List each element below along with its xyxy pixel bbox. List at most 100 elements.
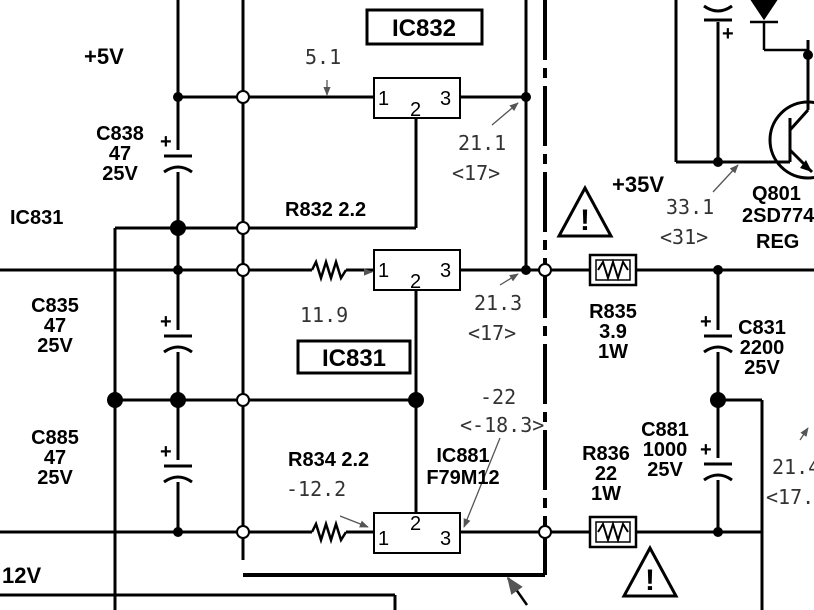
r836-name: R836 bbox=[582, 443, 630, 465]
voltage-neg22: -22 bbox=[480, 385, 516, 409]
pin-number: 1 bbox=[378, 88, 389, 110]
ic831-body bbox=[373, 249, 461, 291]
ic831-label: IC831 bbox=[322, 345, 386, 372]
connection-circle bbox=[538, 263, 552, 277]
c881-name: C881 bbox=[641, 419, 689, 441]
junction-dot bbox=[713, 265, 723, 275]
connection-circle bbox=[236, 263, 250, 277]
voltage-21-3-alt: <17> bbox=[468, 321, 516, 345]
connection-circles bbox=[236, 90, 552, 539]
ic832-label-box bbox=[365, 8, 484, 46]
r836-value: 22 bbox=[595, 463, 617, 485]
junction-dot bbox=[713, 527, 723, 537]
r833-symbol bbox=[310, 257, 348, 283]
pin-number: 3 bbox=[440, 260, 451, 282]
svg-text:!: ! bbox=[645, 564, 655, 597]
resistor-symbols bbox=[310, 257, 348, 545]
zener-diode-icon bbox=[750, 0, 808, 52]
junction-dot bbox=[173, 527, 183, 537]
c838-value: 47 bbox=[109, 143, 131, 165]
c831-value: 2200 bbox=[740, 337, 785, 359]
warning-triangle-icon: ! bbox=[621, 544, 679, 598]
r836-zigzag bbox=[597, 520, 629, 544]
plus-sign-icon: + bbox=[160, 441, 172, 463]
c885-voltage: 25V bbox=[37, 467, 73, 489]
ic881-part: F79M12 bbox=[426, 467, 499, 489]
plus-sign-icon: + bbox=[722, 23, 734, 45]
junction-dot bbox=[408, 392, 424, 408]
connection-circle bbox=[236, 90, 250, 104]
c885-value: 47 bbox=[44, 447, 66, 469]
plus-sign-icon: + bbox=[160, 311, 172, 333]
resistor-labels: R832 2.2 R834 2.2 R835 3.9 1W R836 22 1W bbox=[285, 199, 637, 505]
ic881-name: IC881 bbox=[436, 445, 489, 467]
svg-text:!: ! bbox=[580, 204, 590, 237]
arrow-icon bbox=[491, 102, 519, 126]
pin-number: 2 bbox=[410, 99, 421, 121]
capacitor-labels: C838 47 25V C835 47 25V C885 47 25V C831… bbox=[31, 123, 786, 489]
voltage-11-9: 11.9 bbox=[300, 303, 348, 327]
arrow-icon bbox=[339, 515, 369, 528]
plus-sign-icon: + bbox=[160, 131, 172, 153]
r835-power: 1W bbox=[598, 341, 628, 363]
arrow-icon bbox=[463, 437, 501, 528]
voltage-33-1: 33.1 bbox=[666, 195, 714, 219]
q801-function: REG bbox=[756, 231, 799, 253]
junction-dot bbox=[521, 92, 531, 102]
junction-dot bbox=[107, 392, 123, 408]
voltage-neg12-2: -12.2 bbox=[286, 477, 346, 501]
warning-triangles: ! ! bbox=[556, 184, 679, 598]
c835-symbol bbox=[160, 330, 196, 354]
pin-number: 1 bbox=[378, 260, 389, 282]
c881-value: 1000 bbox=[643, 439, 688, 461]
junction-dot bbox=[710, 392, 726, 408]
connection-circle bbox=[236, 525, 250, 539]
rail-labels: +5V +35V 12V IC831 bbox=[2, 44, 664, 588]
junction-dot bbox=[173, 92, 183, 102]
ic881-labels: IC881 F79M12 bbox=[426, 445, 499, 489]
c885-symbol bbox=[160, 460, 196, 484]
c838-name: C838 bbox=[96, 123, 144, 145]
ic881-body bbox=[373, 512, 461, 554]
plus-sign-icon: + bbox=[700, 439, 712, 461]
ic-label-boxes: IC832 IC831 bbox=[296, 8, 484, 375]
connection-circle bbox=[236, 221, 250, 235]
r834-symbol bbox=[310, 519, 348, 545]
voltage-readings: 5.1 21.1 <17> 21.3 <17> 11.9 33.1 <31> -… bbox=[286, 45, 814, 509]
q801-name: Q801 bbox=[752, 183, 801, 205]
pin-number: 1 bbox=[378, 528, 389, 550]
junction-dot bbox=[803, 50, 813, 60]
r832-label: R832 2.2 bbox=[285, 199, 366, 221]
junction-dot bbox=[170, 392, 186, 408]
ic832-label: IC832 bbox=[392, 15, 456, 42]
c835-voltage: 25V bbox=[37, 335, 73, 357]
c835-name: C835 bbox=[31, 295, 79, 317]
ic-bodies bbox=[373, 77, 461, 554]
c831-symbol bbox=[700, 330, 736, 354]
arrow-icon bbox=[799, 427, 809, 441]
voltage-21-1: 21.1 bbox=[458, 131, 506, 155]
c838-symbol bbox=[160, 150, 196, 174]
pin-number: 2 bbox=[410, 271, 421, 293]
c831-voltage: 25V bbox=[744, 357, 780, 379]
c881-voltage: 25V bbox=[647, 459, 683, 481]
warning-triangle-icon: ! bbox=[556, 184, 614, 238]
plus5v-label: +5V bbox=[84, 44, 124, 69]
voltage-arrows bbox=[323, 80, 809, 606]
junction-dot bbox=[170, 220, 186, 236]
arrow-icon bbox=[506, 576, 529, 606]
junction-dot bbox=[521, 265, 531, 275]
top-right-cap-symbol bbox=[700, 0, 736, 22]
voltage-5-1: 5.1 bbox=[305, 45, 341, 69]
r835-value: 3.9 bbox=[599, 321, 627, 343]
connection-circle bbox=[236, 393, 250, 407]
ic832-body bbox=[373, 77, 461, 119]
capacitor-symbols bbox=[160, 0, 736, 484]
transistor-labels: Q801 2SD774 REG bbox=[742, 183, 814, 253]
voltage-33-1-alt: <31> bbox=[660, 225, 708, 249]
voltage-21-1-alt: <17> bbox=[452, 161, 500, 185]
ic-pin-numbers: 1 2 3 1 2 3 1 2 3 bbox=[378, 88, 451, 550]
voltage-21-4: 21.4 bbox=[772, 455, 814, 479]
junction-dot bbox=[173, 265, 183, 275]
